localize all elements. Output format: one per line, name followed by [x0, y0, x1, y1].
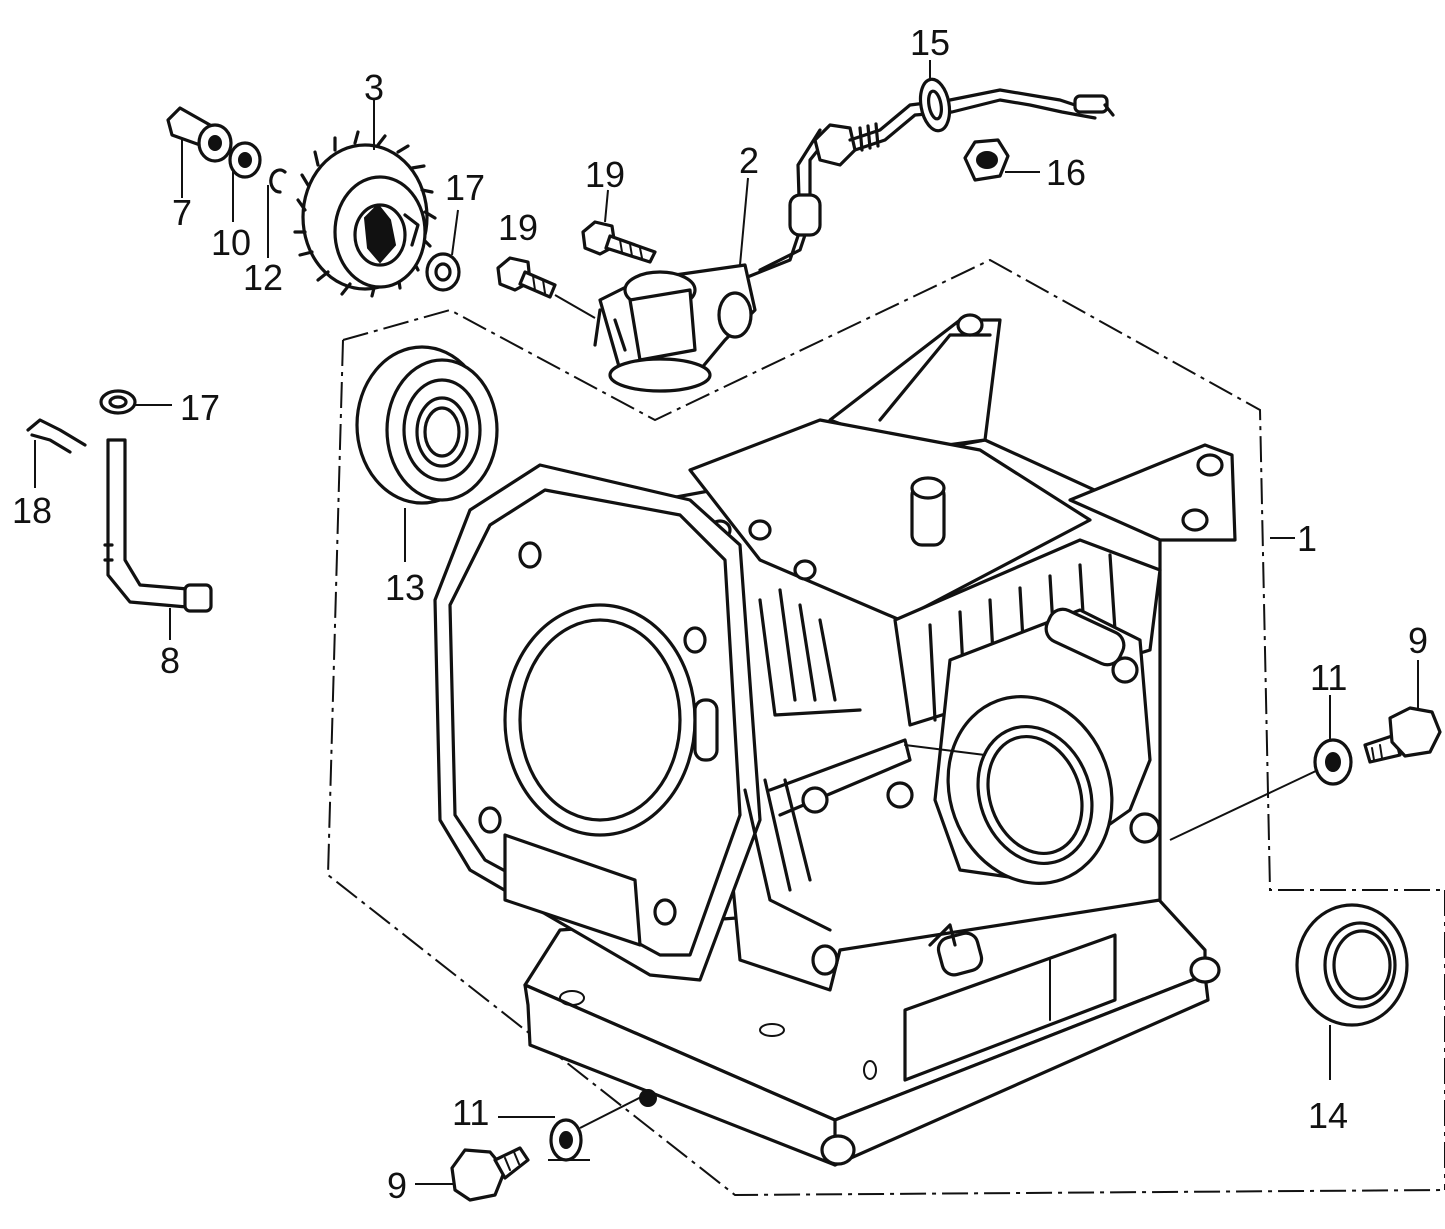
assembly-boundary-line [342, 258, 1445, 891]
governor-gear [293, 130, 437, 298]
grommet [918, 77, 952, 133]
callout-labels: 1 2 3 7 8 9 9 10 11 11 12 13 14 15 16 17… [12, 22, 1428, 1206]
cylinder-block [433, 313, 1237, 1167]
sealing-washer-lower [549, 1118, 583, 1162]
governor-shaft [166, 106, 233, 163]
drain-bolt-lower [450, 1146, 530, 1202]
callout-17-upper: 17 [445, 167, 485, 208]
washer [228, 141, 262, 179]
callout-9-lower: 9 [387, 1165, 407, 1206]
ball-bearing [355, 345, 499, 505]
breather-clip [26, 418, 87, 454]
hex-nut [963, 138, 1010, 182]
callout-3: 3 [364, 67, 384, 108]
callout-1: 1 [1297, 518, 1317, 559]
callout-14: 14 [1308, 1095, 1348, 1136]
callout-19-lower: 19 [498, 207, 538, 248]
callout-11-right: 11 [1310, 657, 1347, 698]
assembly-boundary-line-left [326, 339, 1445, 1197]
oil-seal [1295, 903, 1409, 1027]
callout-7: 7 [172, 192, 192, 233]
thrust-washer-left [99, 389, 137, 415]
callout-9-right: 9 [1408, 620, 1428, 661]
callout-19-upper: 19 [585, 154, 625, 195]
callout-18: 18 [12, 490, 52, 531]
thrust-washer-upper [425, 252, 461, 292]
callout-11-lower: 11 [452, 1092, 489, 1133]
callout-10: 10 [211, 222, 251, 263]
flange-bolt-lower [496, 256, 596, 319]
callout-2: 2 [739, 140, 759, 181]
callout-8: 8 [160, 640, 180, 681]
retaining-clip [269, 168, 287, 194]
callout-16: 16 [1046, 152, 1086, 193]
callout-15: 15 [910, 22, 950, 63]
callout-13: 13 [385, 567, 425, 608]
sealing-washer-right [1313, 738, 1353, 786]
leader-lines [34, 60, 1419, 1185]
flange-bolt-upper [581, 220, 657, 264]
callout-12: 12 [243, 257, 283, 298]
oil-alert-sensor [593, 88, 1115, 393]
breather-tube [103, 438, 213, 613]
drain-bolt-right [1363, 706, 1442, 764]
callout-17-left: 17 [180, 387, 220, 428]
